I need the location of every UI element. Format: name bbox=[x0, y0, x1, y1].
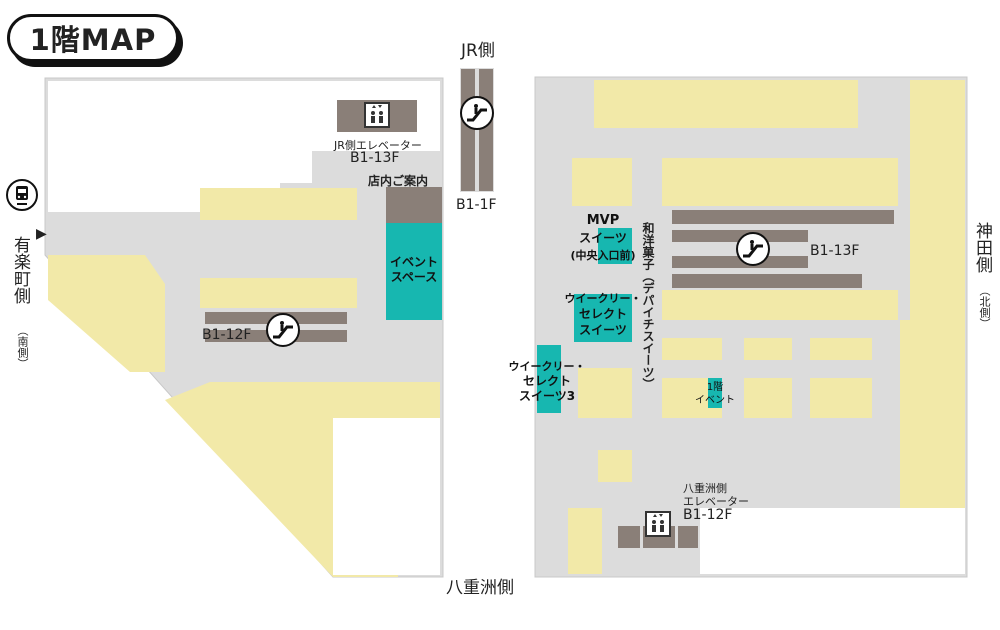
yurakucho-side-label: 有楽町側 bbox=[10, 236, 30, 304]
train-icon bbox=[6, 179, 38, 211]
weekly-select-line-1: ウイークリー・ bbox=[564, 292, 642, 305]
event-1f-zone bbox=[708, 378, 722, 408]
weekly-select-3-zone bbox=[537, 345, 561, 413]
shop-block bbox=[662, 290, 898, 320]
mvp-sub-1: スイーツ bbox=[579, 231, 627, 245]
shop-block bbox=[568, 508, 602, 574]
event-1f-line-1: 1階 bbox=[706, 382, 724, 393]
jr-side-label: JR側 bbox=[461, 41, 495, 61]
mvp-title: MVP bbox=[586, 213, 620, 228]
elevator-icon bbox=[645, 511, 671, 537]
weekly-select-3-line-2: セレクト bbox=[522, 374, 571, 388]
yaesu-side-label: 八重洲側 bbox=[446, 578, 514, 598]
right-building bbox=[534, 76, 968, 578]
shop-block bbox=[810, 378, 872, 418]
shop-block bbox=[572, 158, 632, 206]
weekly-select-zone bbox=[574, 294, 632, 342]
weekly-select-3-line-3: スイーツ3 bbox=[518, 389, 576, 403]
wagashi-label: 和洋菓子（デパイチスイーツ） bbox=[641, 222, 655, 390]
shop-block bbox=[594, 80, 858, 128]
left-escalator-floors: B1-12F bbox=[202, 327, 252, 343]
jr-escalator-floors: B1-1F bbox=[456, 197, 497, 213]
shop-block bbox=[810, 338, 872, 360]
shop-block bbox=[598, 450, 632, 482]
event-space-label: イベントスペース bbox=[389, 255, 438, 284]
weekly-select-line-2: セレクト bbox=[578, 307, 627, 321]
info-desk-label: 店内ご案内 bbox=[368, 174, 429, 188]
page-title: 1階MAP bbox=[7, 14, 179, 62]
escalator-right bbox=[672, 210, 894, 224]
shop-block bbox=[200, 278, 357, 308]
info-desk bbox=[386, 187, 442, 223]
kanda-side-sub: （北側） bbox=[978, 285, 991, 329]
yurakucho-side-sub: （南側） bbox=[16, 325, 29, 369]
event-1f-line-2: イベント bbox=[695, 395, 735, 406]
yaesu-elevator-label-2: エレベーター bbox=[683, 495, 749, 508]
shop-block bbox=[662, 338, 722, 360]
mvp-sweets-zone bbox=[598, 228, 632, 264]
yaesu-elevator-label-1: 八重洲側 bbox=[683, 482, 727, 495]
entrance-arrow-icon: ▶ bbox=[36, 226, 47, 242]
shop-block bbox=[662, 158, 898, 206]
mvp-sub-2: (中央入口前) bbox=[570, 249, 636, 262]
right-escalator-floors: B1-13F bbox=[810, 243, 860, 259]
event-space bbox=[386, 223, 442, 320]
escalator-icon bbox=[266, 313, 300, 347]
shop-block bbox=[744, 338, 792, 360]
yaesu-elevator-floors: B1-12F bbox=[683, 507, 733, 523]
shop-block bbox=[744, 378, 792, 418]
shop-block bbox=[200, 188, 357, 220]
kanda-side-label: 神田側 bbox=[972, 222, 992, 273]
escalator-icon bbox=[736, 232, 770, 266]
weekly-select-line-3: スイーツ bbox=[579, 323, 627, 337]
elevator-icon bbox=[364, 102, 390, 128]
shop-block bbox=[578, 368, 632, 418]
escalator-icon bbox=[460, 96, 494, 130]
jr-elevator-label: JR側エレベーター bbox=[334, 139, 422, 152]
left-building bbox=[44, 77, 444, 578]
jr-elevator-floors: B1-13F bbox=[350, 150, 400, 166]
shop-block bbox=[48, 255, 165, 372]
weekly-select-3-line-1: ウイークリー・ bbox=[508, 360, 586, 373]
